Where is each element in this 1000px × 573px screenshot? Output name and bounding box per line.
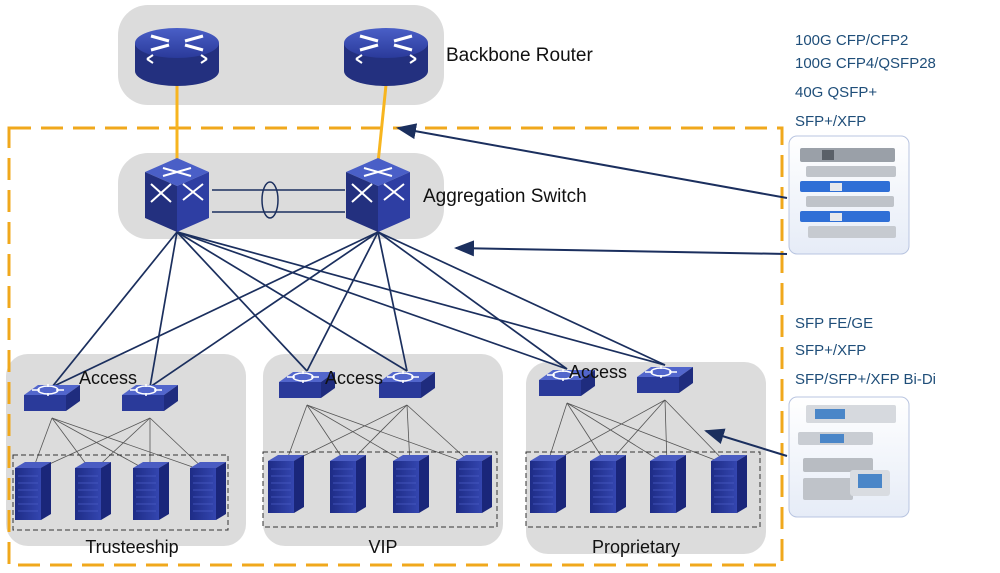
server-icon [330,455,366,513]
optics-top-line: SFP+/XFP [795,113,866,130]
optics-image-top [788,135,910,255]
arrow-to-frame [396,123,788,199]
access-switch-icon [379,371,435,398]
access-switch-icon [539,369,595,396]
datacenter-frame [7,126,784,567]
aggregation-switch-icon [346,158,410,232]
server-icon [590,455,626,513]
arrow-to-aggregation [454,240,788,257]
access-switch-icon [637,366,693,393]
server-box-trusteeship [12,454,229,531]
aggregation-interconnect [212,181,345,219]
optics-bottom-line: SFP/SFP+/XFP Bi-Di [795,371,936,388]
access-label: Access [569,362,627,382]
server-icon [15,462,51,520]
access-switch-icon [122,384,178,411]
optics-bottom-line: SFP FE/GE [795,315,873,332]
optics-image-bottom [788,396,910,518]
group-panel-vip [263,354,503,546]
access-switch-icon [24,384,80,411]
server-box-proprietary [525,451,761,528]
aggregation-access-links [51,231,666,388]
group-label-trusteeship: Trusteeship [85,537,178,557]
optics-top-text: 100G CFP/CFP2 100G CFP4/QSFP28 40G QSFP+… [795,32,936,130]
optics-bottom-text: SFP FE/GE SFP+/XFP SFP/SFP+/XFP Bi-Di [795,315,936,388]
access-label: Access [325,368,383,388]
server-icon [530,455,566,513]
access-label: Access [79,368,137,388]
server-icon [75,462,111,520]
server-icon [268,455,304,513]
aggregation-switch-icon [145,158,209,232]
server-icon [711,455,747,513]
server-icon [393,455,429,513]
server-icon [190,462,226,520]
optics-top-line: 40G QSFP+ [795,84,877,101]
server-icon [650,455,686,513]
group-label-proprietary: Proprietary [592,537,680,557]
aggregation-label: Aggregation Switch [423,186,587,207]
optics-top-line: 100G CFP4/QSFP28 [795,55,936,72]
optics-bottom-line: SFP+/XFP [795,342,866,359]
group-label-vip: VIP [368,537,397,557]
arrows [396,123,788,457]
optics-top-line: 100G CFP/CFP2 [795,32,908,49]
uplink-right [376,84,388,164]
server-icon [456,455,492,513]
access-switch-icon [279,371,335,398]
server-box-vip [262,451,498,528]
arrow-to-access [704,428,788,457]
backbone-label: Backbone Router [446,45,593,66]
router-icon [135,28,219,86]
router-icon [344,28,428,86]
server-icon [133,462,169,520]
